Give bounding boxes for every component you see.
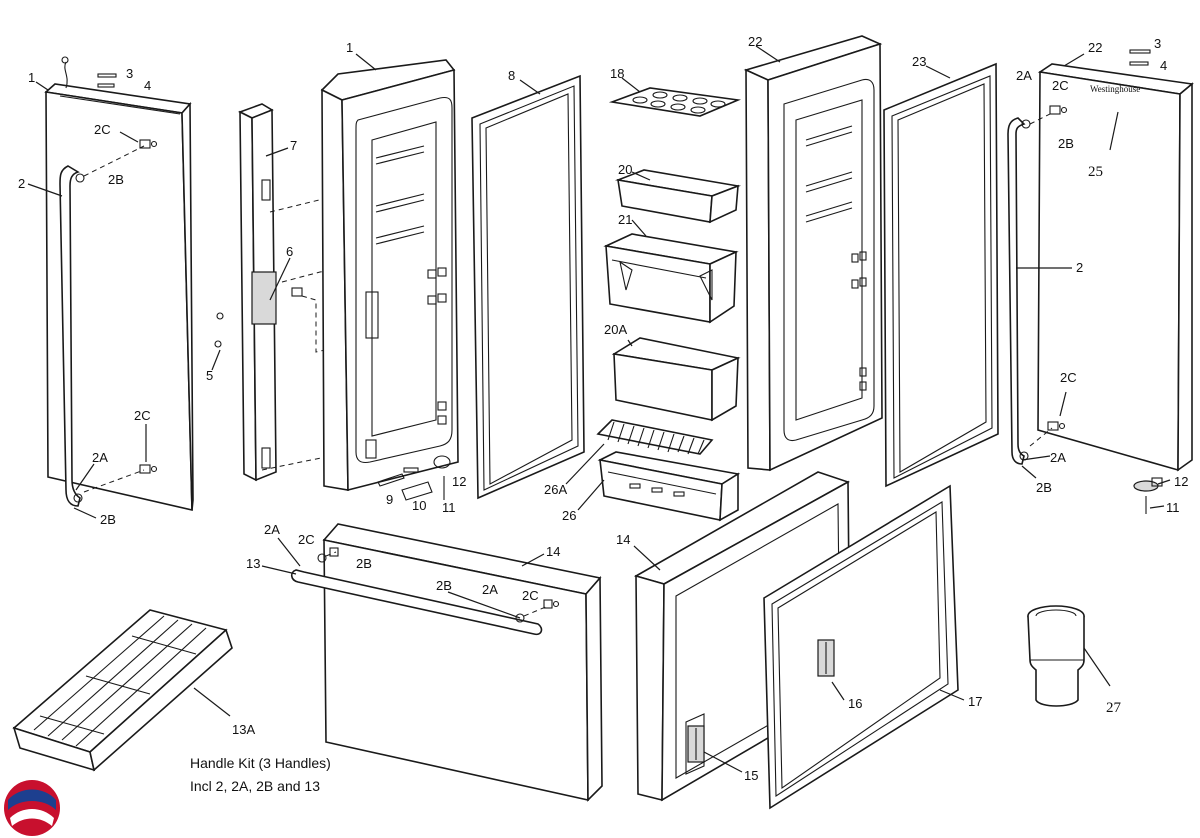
label-2B-drawer-right: 2B — [436, 578, 452, 593]
label-26: 26 — [562, 508, 576, 523]
label-2A-drawer-right: 2A — [482, 582, 498, 597]
door-bin-20 — [614, 169, 742, 224]
right-hinge-parts — [1133, 477, 1163, 514]
label-12-right: 12 — [1174, 474, 1188, 489]
label-12-center: 12 — [452, 474, 466, 489]
label-2C-drawer-right: 2C — [522, 588, 539, 603]
label-2C-left-lower: 2C — [134, 408, 151, 423]
drawer-inner-liner — [633, 471, 851, 802]
label-2C-left-upper: 2C — [94, 122, 111, 137]
brand-logo — [4, 780, 60, 836]
right-screw-lower — [1047, 421, 1066, 431]
label-2A-right-upper: 2A — [1016, 68, 1032, 83]
label-14-front: 14 — [546, 544, 560, 559]
label-8: 8 — [508, 68, 515, 83]
right-door-handle — [1007, 117, 1031, 465]
label-20A: 20A — [604, 322, 627, 337]
right-door-gasket — [883, 62, 999, 488]
label-3-right: 3 — [1154, 36, 1161, 51]
left-screw-lower — [139, 464, 158, 474]
label-2A-drawer-left: 2A — [264, 522, 280, 537]
label-13A: 13A — [232, 722, 255, 737]
label-2-left: 2 — [18, 176, 25, 191]
label-11-center: 11 — [442, 500, 456, 515]
left-handle-upper-dash — [83, 145, 145, 177]
hinge-strip — [214, 103, 303, 482]
label-2C-right-upper: 2C — [1052, 78, 1069, 93]
drawer-screws — [329, 547, 560, 609]
label-13: 13 — [246, 556, 260, 571]
label-2B-right-upper: 2B — [1058, 136, 1074, 151]
label-4-left: 4 — [144, 78, 151, 93]
callout-labels: 1 3 4 2C 2 2B 2C 2A 2B 7 6 5 1 9 10 11 1… — [18, 34, 1188, 783]
label-3-left: 3 — [126, 66, 133, 81]
label-7: 7 — [290, 138, 297, 153]
freezer-door-gasket — [471, 74, 585, 500]
right-screw-upper — [1049, 105, 1068, 115]
drawer-front-panel — [322, 523, 603, 802]
door-bin-20A — [611, 337, 741, 422]
freezer-door-liner — [320, 59, 459, 501]
label-16: 16 — [848, 696, 862, 711]
label-2A-right-lower: 2A — [1050, 450, 1066, 465]
left-door-handle — [59, 165, 85, 507]
label-2A-left: 2A — [92, 450, 108, 465]
drawer-gasket — [763, 484, 959, 810]
strip-dash-1 — [269, 189, 361, 213]
label-2C-drawer-left: 2C — [298, 532, 315, 547]
left-handle-lower-dash — [83, 469, 145, 493]
drawer-handle — [290, 553, 543, 636]
label-11-right: 11 — [1166, 500, 1180, 515]
label-2-right: 2 — [1076, 260, 1083, 275]
label-21: 21 — [618, 212, 632, 227]
label-15: 15 — [744, 768, 758, 783]
label-9: 9 — [386, 492, 393, 507]
left-door-outer-panel — [44, 56, 194, 512]
egg-tray — [608, 87, 742, 117]
brand-name-on-door: Westinghouse — [1090, 84, 1140, 94]
right-door-liner — [743, 35, 883, 472]
label-10: 10 — [412, 498, 426, 513]
right-door-outer-panel — [1037, 49, 1194, 472]
label-20: 20 — [618, 162, 632, 177]
label-22-right: 22 — [1088, 40, 1102, 55]
label-14-liner: 14 — [616, 532, 630, 547]
label-2B-left-upper: 2B — [108, 172, 124, 187]
label-2B-right-lower: 2B — [1036, 480, 1052, 495]
leader-lines — [27, 45, 1171, 773]
drawer-hinge-16 — [817, 639, 835, 677]
label-27: 27 — [1106, 700, 1122, 716]
label-25: 25 — [1088, 164, 1103, 180]
handle-kit-line2: Incl 2, 2A, 2B and 13 — [190, 778, 320, 794]
label-4-right: 4 — [1160, 58, 1167, 73]
handle-kit-13A — [12, 609, 233, 772]
handle-kit-line1: Handle Kit (3 Handles) — [190, 755, 331, 771]
label-6: 6 — [286, 244, 293, 259]
label-1-center: 1 — [346, 40, 353, 55]
label-17: 17 — [968, 694, 982, 709]
label-26A: 26A — [544, 482, 567, 497]
label-2B-left-lower: 2B — [100, 512, 116, 527]
bottle-rack-26A — [596, 419, 714, 455]
label-23: 23 — [912, 54, 926, 69]
left-screw-upper — [139, 139, 158, 149]
right-handle-lower-dash — [1029, 427, 1053, 447]
label-2C-right-lower: 2C — [1060, 370, 1077, 385]
drawer-dash-1 — [325, 551, 337, 557]
label-2B-drawer-left: 2B — [356, 556, 372, 571]
door-bin-21 — [603, 233, 739, 324]
drawer-hinge-15 — [687, 725, 705, 763]
door-bin-26 — [597, 451, 741, 522]
water-filter-27 — [1027, 605, 1085, 707]
label-1-left: 1 — [28, 70, 35, 85]
handle-kit-note: Handle Kit (3 Handles) Incl 2, 2A, 2B an… — [190, 752, 331, 798]
label-18: 18 — [610, 66, 624, 81]
label-5: 5 — [206, 368, 213, 383]
label-22-center: 22 — [748, 34, 762, 49]
